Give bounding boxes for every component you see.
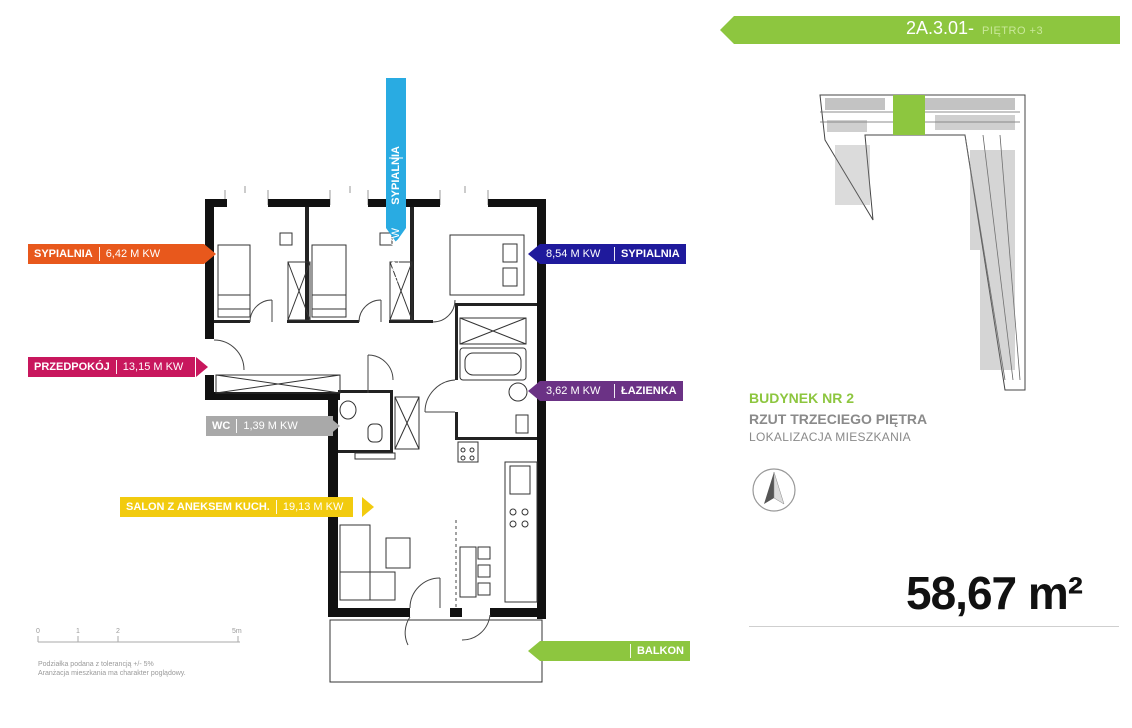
building-caption: LOKALIZACJA MIESZKANIA [749,430,911,444]
scale-tick-5m: 5m [232,628,242,635]
balcony-arrow [528,641,540,661]
building-key-plan [819,94,1026,391]
bedroom-left-arrow [204,244,216,264]
building-title: BUDYNEK NR 2 [749,390,855,406]
hallway-name: PRZEDPOKÓJ [34,361,110,373]
balcony-tag: BALKON [540,641,690,661]
tag-separator [629,644,631,658]
bedroom-right-area: 8,54 M KW [546,248,601,260]
living-name: SALON Z ANEKSEM KUCH. [126,501,270,513]
floor-label: PIĘTRO +3 [982,25,1044,37]
tag-separator [236,419,238,433]
bathroom-area: 3,62 M KW [546,385,601,397]
wc-tag: WC 1,39 M KW [206,416,334,436]
living-tag: SALON Z ANEKSEM KUCH. 19,13 M KW [120,497,353,517]
tag-separator [614,384,615,398]
hallway-area: 13,15 M KW [122,361,184,373]
bathroom-tag: 3,62 M KW ŁAZIENKA [540,381,683,401]
unit-code: 2A.3.01- [906,18,975,38]
area-divider [749,626,1119,627]
living-area: 19,13 M KW [282,501,344,513]
building-subtitle: RZUT TRZECIEGO PIĘTRA [749,411,928,427]
unit-header-text: 2A.3.01- PIĘTRO +3 [906,18,1043,39]
bathroom-arrow [528,381,540,401]
hallway-tag: PRZEDPOKÓJ 13,15 M KW [28,357,195,377]
bedroom-top-area: 6,42 M KW [390,228,402,283]
tag-separator [98,247,100,261]
wc-name: WC [212,420,231,432]
scale-note-line1: Podziałka podana z tolerancją +/- 5% [38,661,154,668]
scale-tick-1: 1 [76,628,80,635]
tag-separator [614,247,615,261]
north-arrow-icon [752,468,796,512]
tag-separator [275,500,277,514]
tag-separator [115,360,117,374]
hallway-arrow [196,357,208,377]
living-arrow [362,497,374,517]
wc-area: 1,39 M KW [243,420,298,432]
bedroom-left-tag: SYPIALNIA 6,42 M KW [28,244,204,264]
bedroom-left-area: 6,42 M KW [105,248,161,260]
scale-tick-2: 2 [116,628,120,635]
total-area: 58,67 m² [906,567,1083,619]
bedroom-right-arrow [528,244,540,264]
bedroom-left-name: SYPIALNIA [34,248,93,260]
scale-tick-0: 0 [36,628,40,635]
scale-note: Podziałka podana z tolerancją +/- 5% Ara… [38,660,186,678]
scale-note-line2: Aranżacja mieszkania ma charakter pogląd… [38,670,186,677]
unit-header-banner [720,16,1120,44]
bedroom-top-name: SYPIALNIA [390,146,402,205]
wc-arrow [328,416,340,436]
bedroom-top-tag-bg [386,78,406,242]
apartment-highlight [893,95,925,135]
bedroom-top-tag: SYPIALNIA 6,42 M KW [390,146,402,282]
bedroom-right-tag: 8,54 M KW SYPIALNIA [540,244,686,264]
balcony-name: BALKON [636,645,684,657]
bathroom-name: ŁAZIENKA [621,385,677,397]
bedroom-right-name: SYPIALNIA [621,248,680,260]
